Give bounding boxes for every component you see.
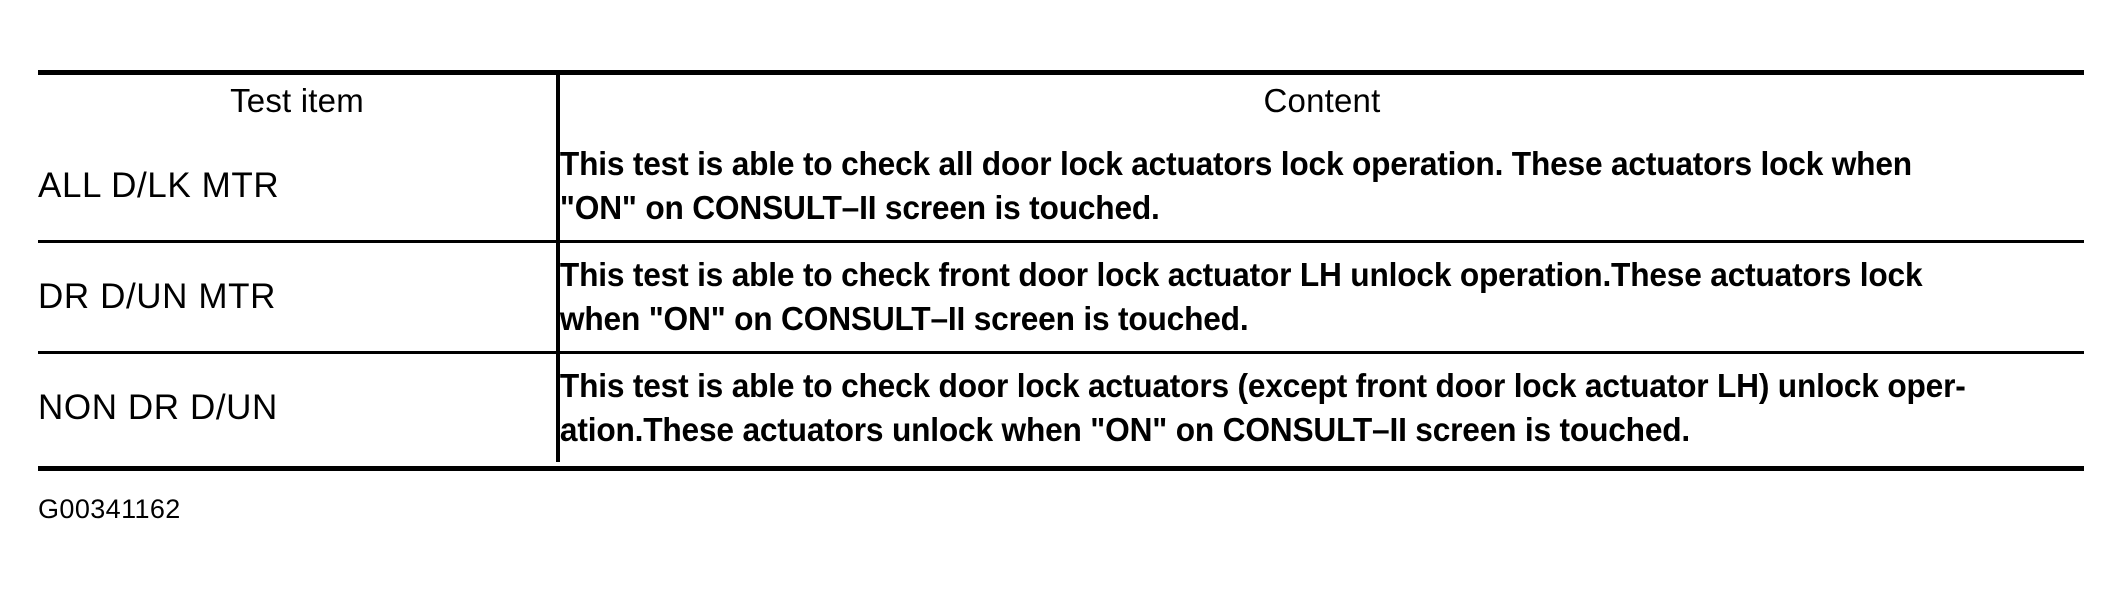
description-line: ation.These actuators unlock when "ON" o… <box>559 411 1691 448</box>
table-row: ALL D/LK MTR This test is able to check … <box>38 132 2084 243</box>
column-header-content: Content <box>558 70 2084 132</box>
test-item-name: NON DR D/UN <box>38 352 560 462</box>
description-line: "ON" on CONSULT–II screen is touched. <box>559 189 1160 226</box>
figure-id-caption: G00341162 <box>38 494 181 524</box>
description-line: when "ON" on CONSULT–II screen is touche… <box>559 300 1249 337</box>
test-item-description: This test is able to check all door lock… <box>558 132 2023 243</box>
column-header-test-item: Test item <box>38 70 560 132</box>
column-header-content-label: Content <box>1263 82 1381 119</box>
description-line: This test is able to check door lock act… <box>559 367 1966 405</box>
description-line: This test is able to check front door lo… <box>559 256 1923 294</box>
table-header-row: Test item Content <box>38 70 2084 132</box>
table-top-rule <box>38 70 2084 75</box>
table-body: ALL D/LK MTR This test is able to check … <box>38 132 2084 462</box>
spec-table-wrapper: Test item Content ALL D/LK MTR This test… <box>38 70 2084 462</box>
test-item-name: DR D/UN MTR <box>38 241 560 354</box>
test-item-content-table: Test item Content ALL D/LK MTR This test… <box>38 70 2084 462</box>
table-header: Test item Content <box>38 70 2084 132</box>
test-item-description: This test is able to check door lock act… <box>558 353 2023 463</box>
table-row: NON DR D/UN This test is able to check d… <box>38 352 2084 463</box>
table-row: DR D/UN MTR This test is able to check f… <box>38 241 2084 354</box>
column-header-test-item-label: Test item <box>230 82 364 119</box>
table-bottom-rule <box>38 466 2084 471</box>
test-item-description: This test is able to check front door lo… <box>558 241 2023 354</box>
description-line: This test is able to check all door lock… <box>559 145 1912 183</box>
test-item-name: ALL D/LK MTR <box>38 132 560 243</box>
